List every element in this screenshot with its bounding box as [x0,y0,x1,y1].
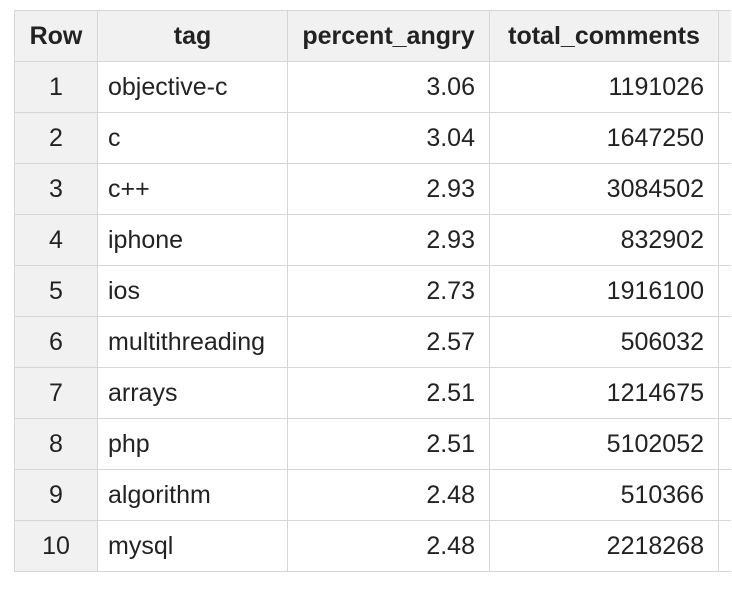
tag-cell: c [97,112,288,164]
row-number-cell: 2 [14,112,98,164]
table-row: 1 objective-c 3.06 1191026 [14,61,731,113]
table-row: 5 ios 2.73 1916100 [14,265,731,317]
percent-angry-cell: 2.93 [287,214,490,266]
percent-angry-cell: 2.48 [287,469,490,521]
tag-cell: multithreading [97,316,288,368]
table-row: 7 arrays 2.51 1214675 [14,367,731,419]
percent-angry-cell: 3.04 [287,112,490,164]
tag-cell: mysql [97,520,288,572]
tag-cell: iphone [97,214,288,266]
percent-angry-cell: 2.73 [287,265,490,317]
overflow-cell [718,367,731,419]
results-table: Row tag percent_angry total_comments 1 o… [14,10,731,572]
total-comments-cell: 1647250 [489,112,719,164]
table-header: Row tag percent_angry total_comments [14,10,731,62]
table-row: 9 algorithm 2.48 510366 [14,469,731,521]
percent-angry-cell: 2.48 [287,520,490,572]
overflow-cell [718,61,731,113]
row-number-cell: 3 [14,163,98,215]
table-row: 8 php 2.51 5102052 [14,418,731,470]
total-comments-cell: 3084502 [489,163,719,215]
row-number-cell: 4 [14,214,98,266]
row-number-cell: 7 [14,367,98,419]
tag-cell: arrays [97,367,288,419]
percent-angry-cell: 2.57 [287,316,490,368]
overflow-cell [718,112,731,164]
percent-angry-cell: 3.06 [287,61,490,113]
total-comments-cell: 832902 [489,214,719,266]
row-number-cell: 5 [14,265,98,317]
row-number-cell: 8 [14,418,98,470]
column-header-total-comments[interactable]: total_comments [489,10,719,62]
header-row: Row tag percent_angry total_comments [14,10,731,62]
overflow-cell [718,418,731,470]
column-header-overflow [718,10,731,62]
overflow-cell [718,214,731,266]
total-comments-cell: 506032 [489,316,719,368]
overflow-cell [718,520,731,572]
table-body: 1 objective-c 3.06 1191026 2 c 3.04 1647… [14,61,731,572]
percent-angry-cell: 2.51 [287,418,490,470]
row-number-cell: 1 [14,61,98,113]
total-comments-cell: 1214675 [489,367,719,419]
table-row: 4 iphone 2.93 832902 [14,214,731,266]
overflow-cell [718,469,731,521]
column-header-row[interactable]: Row [14,10,98,62]
overflow-cell [718,163,731,215]
overflow-cell [718,316,731,368]
table-row: 10 mysql 2.48 2218268 [14,520,731,572]
percent-angry-cell: 2.51 [287,367,490,419]
table-row: 6 multithreading 2.57 506032 [14,316,731,368]
total-comments-cell: 1916100 [489,265,719,317]
table-row: 3 c++ 2.93 3084502 [14,163,731,215]
tag-cell: php [97,418,288,470]
tag-cell: c++ [97,163,288,215]
total-comments-cell: 5102052 [489,418,719,470]
column-header-tag[interactable]: tag [97,10,288,62]
total-comments-cell: 2218268 [489,520,719,572]
column-header-percent-angry[interactable]: percent_angry [287,10,490,62]
row-number-cell: 9 [14,469,98,521]
row-number-cell: 6 [14,316,98,368]
tag-cell: ios [97,265,288,317]
table-row: 2 c 3.04 1647250 [14,112,731,164]
overflow-cell [718,265,731,317]
total-comments-cell: 1191026 [489,61,719,113]
tag-cell: objective-c [97,61,288,113]
percent-angry-cell: 2.93 [287,163,490,215]
total-comments-cell: 510366 [489,469,719,521]
row-number-cell: 10 [14,520,98,572]
tag-cell: algorithm [97,469,288,521]
